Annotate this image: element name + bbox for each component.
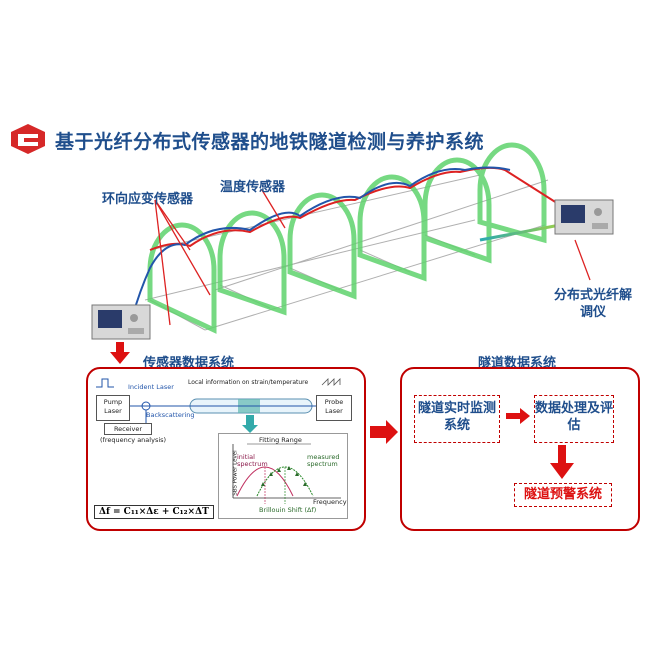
tunnel-data-panel: 隧道实时监测系统 数据处理及评估 隧道预警系统 — [400, 367, 640, 531]
tunnel-panel-arrows — [506, 408, 574, 479]
demodulator-label: 分布式光纤解调仪 — [553, 288, 632, 320]
incident-laser-label: Incident Laser — [128, 383, 174, 391]
local-info-label: Local information on strain/temperature — [188, 379, 309, 386]
receiver-box: Receiver — [104, 423, 152, 435]
x-axis-label: Frequency — [313, 498, 347, 506]
left-analyzer-device — [91, 304, 151, 340]
bottom-fiber — [479, 223, 561, 242]
temperature-sensor-label: 温度传感器 — [220, 180, 286, 195]
brillouin-shift-label: Brillouin Shift (Δf) — [259, 506, 317, 514]
probe-laser-label: Probe Laser — [324, 398, 344, 415]
data-processing-box: 数据处理及评估 — [534, 395, 614, 443]
sensor-data-panel: Pump Laser Incident Laser Local informat… — [86, 367, 366, 531]
temperature-fiber — [149, 166, 561, 251]
arrow-between-panels — [370, 420, 398, 444]
realtime-monitor-box: 隧道实时监测系统 — [414, 395, 500, 443]
initial-spectrum-label: initial spectrum — [237, 453, 268, 468]
frequency-analysis-label: (frequency analysis) — [100, 436, 167, 444]
ring-strain-sensor-label: 环向应变传感器 — [102, 192, 194, 207]
backscattering-label: Backscattering — [146, 411, 195, 419]
logo-icon — [11, 124, 45, 154]
fitting-range-label: Fitting Range — [259, 436, 302, 444]
strain-fiber — [131, 166, 511, 319]
page-title: 基于光纤分布式传感器的地铁隧道检测与养护系统 — [55, 131, 485, 153]
down-arrow-left — [110, 342, 130, 364]
optical-setup-drawing — [96, 378, 341, 433]
receiver-label: Receiver — [113, 425, 143, 433]
warning-system-box: 隧道预警系统 — [514, 483, 612, 507]
measured-spectrum-label: measured spectrum — [307, 453, 340, 468]
formula: Δf = C₁₁×Δε + C₁₂×ΔT — [94, 505, 214, 519]
spectrum-chart: Fitting Range initial spectrum measured … — [218, 433, 348, 519]
probe-laser-box: Probe Laser — [316, 395, 352, 421]
right-analyzer-device — [554, 199, 614, 235]
tunnel-rings — [147, 142, 547, 334]
pump-laser-box: Pump Laser — [96, 395, 130, 421]
pump-laser-label: Pump Laser — [103, 398, 123, 415]
callout-arrows — [154, 189, 591, 326]
spectrum-curves — [232, 443, 341, 504]
